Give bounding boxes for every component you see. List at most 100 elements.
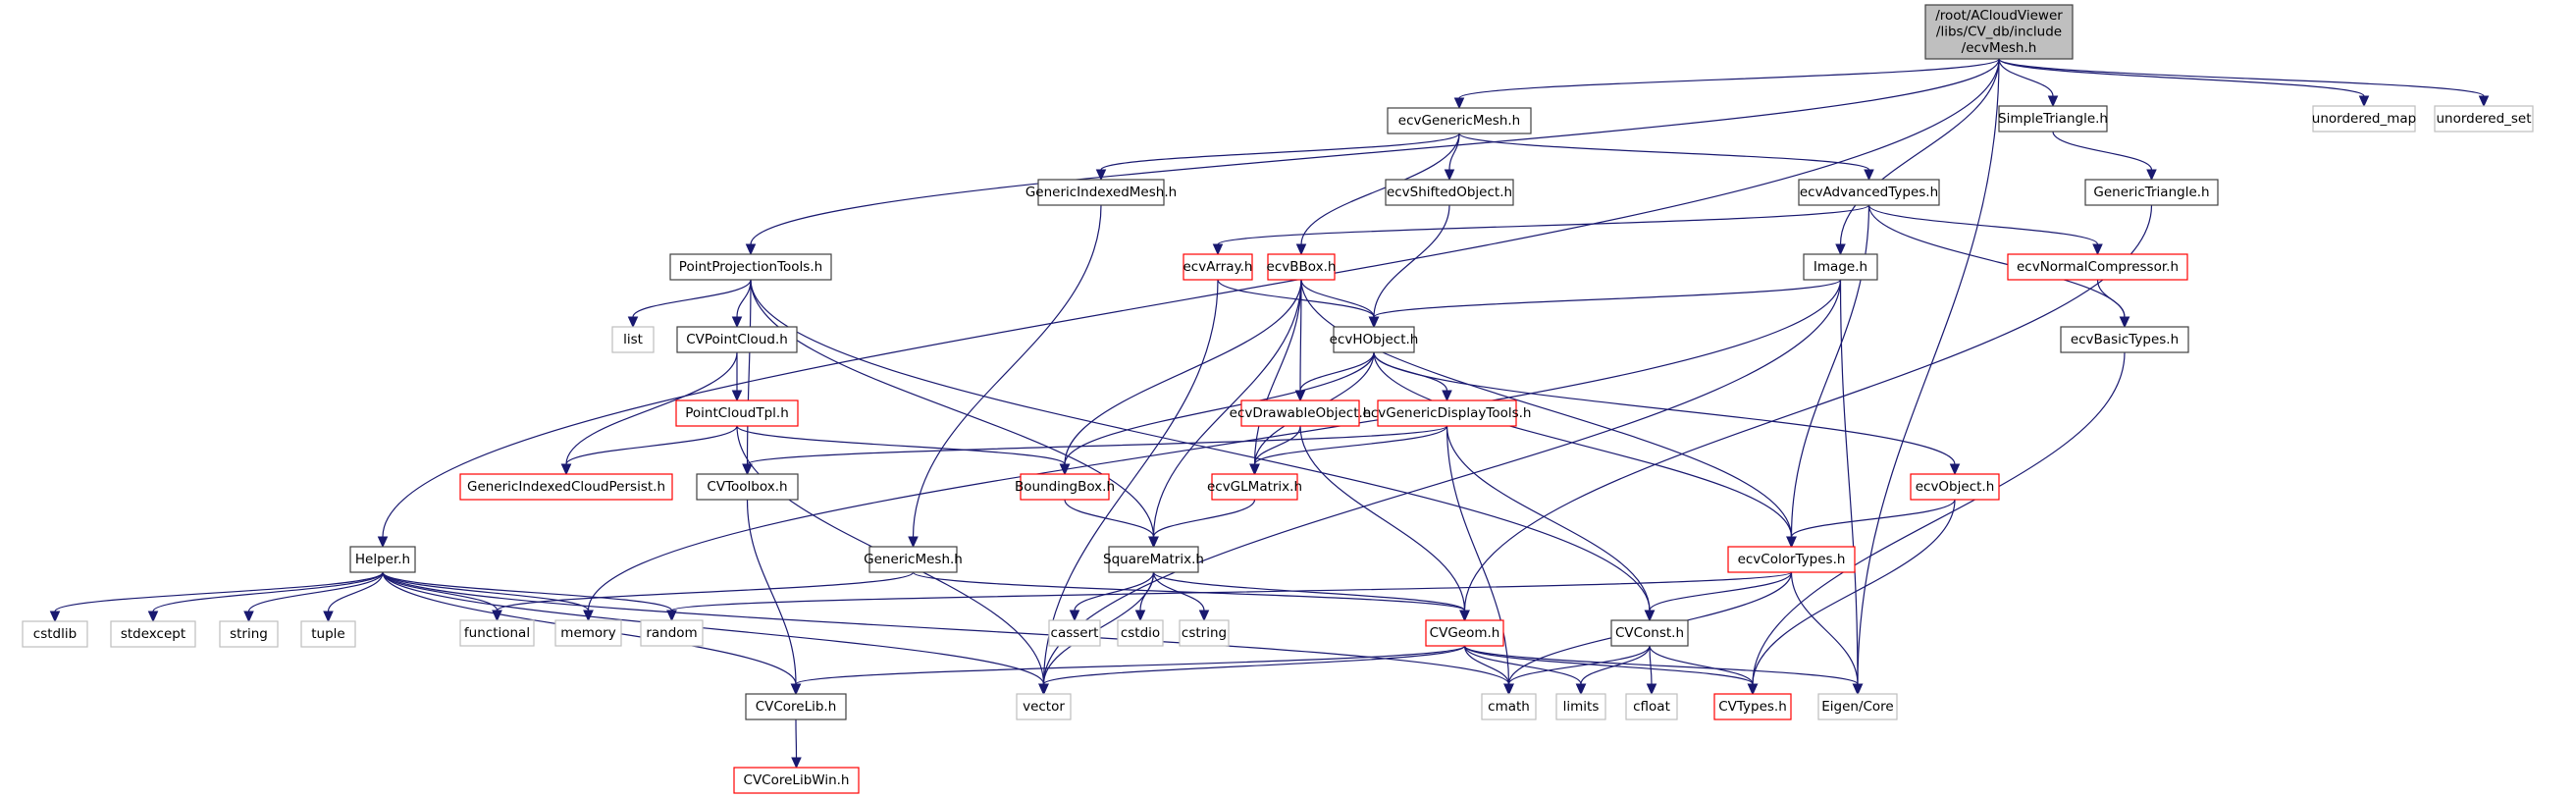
arrowhead-icon bbox=[790, 683, 802, 696]
edge-line bbox=[1042, 279, 1842, 685]
node-functional: functional bbox=[459, 619, 535, 647]
edge-ecvAdvancedTypes-to-ecvArray bbox=[1212, 204, 1870, 256]
node-list: list bbox=[611, 326, 655, 353]
node-CVCoreLib[interactable]: CVCoreLib.h bbox=[745, 693, 847, 720]
edge-ecvHObject-to-ecvGenericDisplayTools bbox=[1373, 351, 1452, 402]
node-label: ecvDrawableObject.h bbox=[1230, 405, 1372, 421]
node-box bbox=[219, 620, 279, 648]
edge-root-to-unordered_map bbox=[1998, 58, 2370, 108]
edge-CVPointCloud-to-PointCloudTpl bbox=[731, 352, 743, 402]
node-box bbox=[1385, 179, 1514, 206]
arrowhead-icon bbox=[2358, 95, 2370, 108]
node-CVToolbox[interactable]: CVToolbox.h bbox=[696, 473, 799, 501]
node-SquareMatrix[interactable]: SquareMatrix.h bbox=[1103, 546, 1204, 573]
arrowhead-icon bbox=[742, 463, 753, 476]
node-label: ecvAdvancedTypes.h bbox=[1800, 185, 1938, 200]
node-box bbox=[1798, 179, 1940, 206]
node-ecvGLMatrix[interactable]: ecvGLMatrix.h bbox=[1207, 473, 1302, 501]
node-ecvGenericMesh[interactable]: ecvGenericMesh.h bbox=[1387, 107, 1532, 134]
arrowhead-icon bbox=[560, 463, 572, 476]
edge-line bbox=[1857, 58, 2000, 685]
node-box bbox=[2007, 253, 2188, 281]
edge-line bbox=[1064, 499, 1155, 538]
node-box bbox=[1333, 326, 1415, 353]
edge-line bbox=[1463, 645, 1582, 685]
node-Image[interactable]: Image.h bbox=[1803, 253, 1878, 281]
edge-line bbox=[1998, 58, 2485, 97]
node-ecvShiftedObject[interactable]: ecvShiftedObject.h bbox=[1385, 179, 1514, 206]
node-box bbox=[1727, 546, 1856, 573]
edge-GenericMesh-to-functional bbox=[492, 571, 915, 622]
edge-CVGeom-to-EigenCore bbox=[1463, 645, 1864, 696]
node-stdexcept: stdexcept bbox=[110, 620, 196, 648]
arrowhead-icon bbox=[2478, 95, 2490, 108]
edge-ecvNormalCompressor-to-ecvBasicTypes bbox=[2096, 279, 2130, 329]
node-ecvArray[interactable]: ecvArray.h bbox=[1183, 253, 1253, 281]
edge-line bbox=[1839, 58, 2000, 245]
node-SimpleTriangle[interactable]: SimpleTriangle.h bbox=[1998, 105, 2108, 133]
arrowhead-icon bbox=[1295, 243, 1307, 256]
arrowhead-icon bbox=[731, 390, 743, 402]
node-ecvHObject[interactable]: ecvHObject.h bbox=[1330, 326, 1419, 353]
node-root[interactable]: /root/ACloudViewer/libs/CV_db/include/ec… bbox=[1924, 4, 2074, 60]
node-GenericTriangle[interactable]: GenericTriangle.h bbox=[2084, 179, 2219, 206]
node-label: /root/ACloudViewer bbox=[1935, 8, 2063, 24]
node-unordered_set: unordered_set bbox=[2434, 105, 2534, 133]
arrowhead-icon bbox=[2119, 316, 2130, 329]
node-label: CVGeom.h bbox=[1430, 625, 1500, 641]
node-GenericIndexedMesh[interactable]: GenericIndexedMesh.h bbox=[1025, 179, 1177, 206]
edge-line bbox=[1507, 645, 1651, 685]
node-box bbox=[1481, 693, 1537, 720]
edge-line bbox=[750, 279, 1651, 612]
node-PointCloudTpl[interactable]: PointCloudTpl.h bbox=[675, 399, 799, 427]
node-box bbox=[1240, 399, 1360, 427]
arrowhead-icon bbox=[1575, 683, 1587, 696]
node-Helper[interactable]: Helper.h bbox=[349, 546, 416, 573]
edge-line bbox=[1998, 58, 2365, 97]
node-ecvColorTypes[interactable]: ecvColorTypes.h bbox=[1727, 546, 1856, 573]
node-ecvBasicTypes[interactable]: ecvBasicTypes.h bbox=[2060, 326, 2189, 353]
node-GenericIndexedCloudPersist[interactable]: GenericIndexedCloudPersist.h bbox=[459, 473, 673, 501]
node-label: unordered_map bbox=[2312, 111, 2416, 127]
node-CVPointCloud[interactable]: CVPointCloud.h bbox=[676, 326, 798, 353]
node-ecvNormalCompressor[interactable]: ecvNormalCompressor.h bbox=[2007, 253, 2188, 281]
arrowhead-icon bbox=[377, 536, 389, 549]
node-box bbox=[300, 620, 356, 648]
node-PointProjectionTools[interactable]: PointProjectionTools.h bbox=[669, 253, 832, 281]
node-CVConst[interactable]: CVConst.h bbox=[1610, 619, 1689, 647]
node-ecvObject[interactable]: ecvObject.h bbox=[1910, 473, 2000, 501]
node-ecvBBox[interactable]: ecvBBox.h bbox=[1267, 253, 1337, 281]
edge-line bbox=[1299, 425, 1466, 612]
node-label: ecvColorTypes.h bbox=[1738, 552, 1846, 567]
edge-line bbox=[2096, 279, 2126, 318]
arrowhead-icon bbox=[1198, 610, 1210, 622]
edge-ecvHObject-to-ecvObject bbox=[1373, 351, 1961, 476]
edge-line bbox=[795, 645, 1466, 685]
node-label: Image.h bbox=[1814, 259, 1867, 275]
edge-line bbox=[795, 718, 798, 759]
node-GenericMesh[interactable]: GenericMesh.h bbox=[864, 546, 963, 573]
node-ecvAdvancedTypes[interactable]: ecvAdvancedTypes.h bbox=[1798, 179, 1940, 206]
edge-SquareMatrix-to-cassert bbox=[1069, 571, 1155, 622]
edge-Image-to-EigenCore bbox=[1839, 279, 1864, 696]
node-label: ecvObject.h bbox=[1916, 479, 1995, 495]
node-label: CVConst.h bbox=[1615, 625, 1684, 641]
edge-ecvGenericMesh-to-ecvAdvancedTypes bbox=[1458, 133, 1874, 182]
node-CVGeom[interactable]: CVGeom.h bbox=[1425, 619, 1504, 647]
node-label: ecvNormalCompressor.h bbox=[2017, 259, 2179, 275]
node-CVCoreLibWin[interactable]: CVCoreLibWin.h bbox=[733, 767, 860, 794]
node-BoundingBox[interactable]: BoundingBox.h bbox=[1015, 473, 1115, 501]
edge-line bbox=[1373, 351, 1448, 392]
arrowhead-icon bbox=[1134, 610, 1146, 622]
arrowhead-icon bbox=[1368, 316, 1380, 329]
node-box bbox=[1998, 105, 2108, 133]
node-label: CVPointCloud.h bbox=[686, 332, 788, 347]
node-CVTypes[interactable]: CVTypes.h bbox=[1713, 693, 1792, 720]
node-box bbox=[554, 619, 622, 647]
edge-Image-to-ecvHObject bbox=[1368, 279, 1842, 329]
node-ecvGenericDisplayTools[interactable]: ecvGenericDisplayTools.h bbox=[1363, 399, 1532, 427]
edge-ecvColorTypes-to-random bbox=[666, 571, 1793, 622]
node-ecvDrawableObject[interactable]: ecvDrawableObject.h bbox=[1230, 399, 1372, 427]
edge-ecvColorTypes-to-EigenCore bbox=[1790, 571, 1864, 696]
